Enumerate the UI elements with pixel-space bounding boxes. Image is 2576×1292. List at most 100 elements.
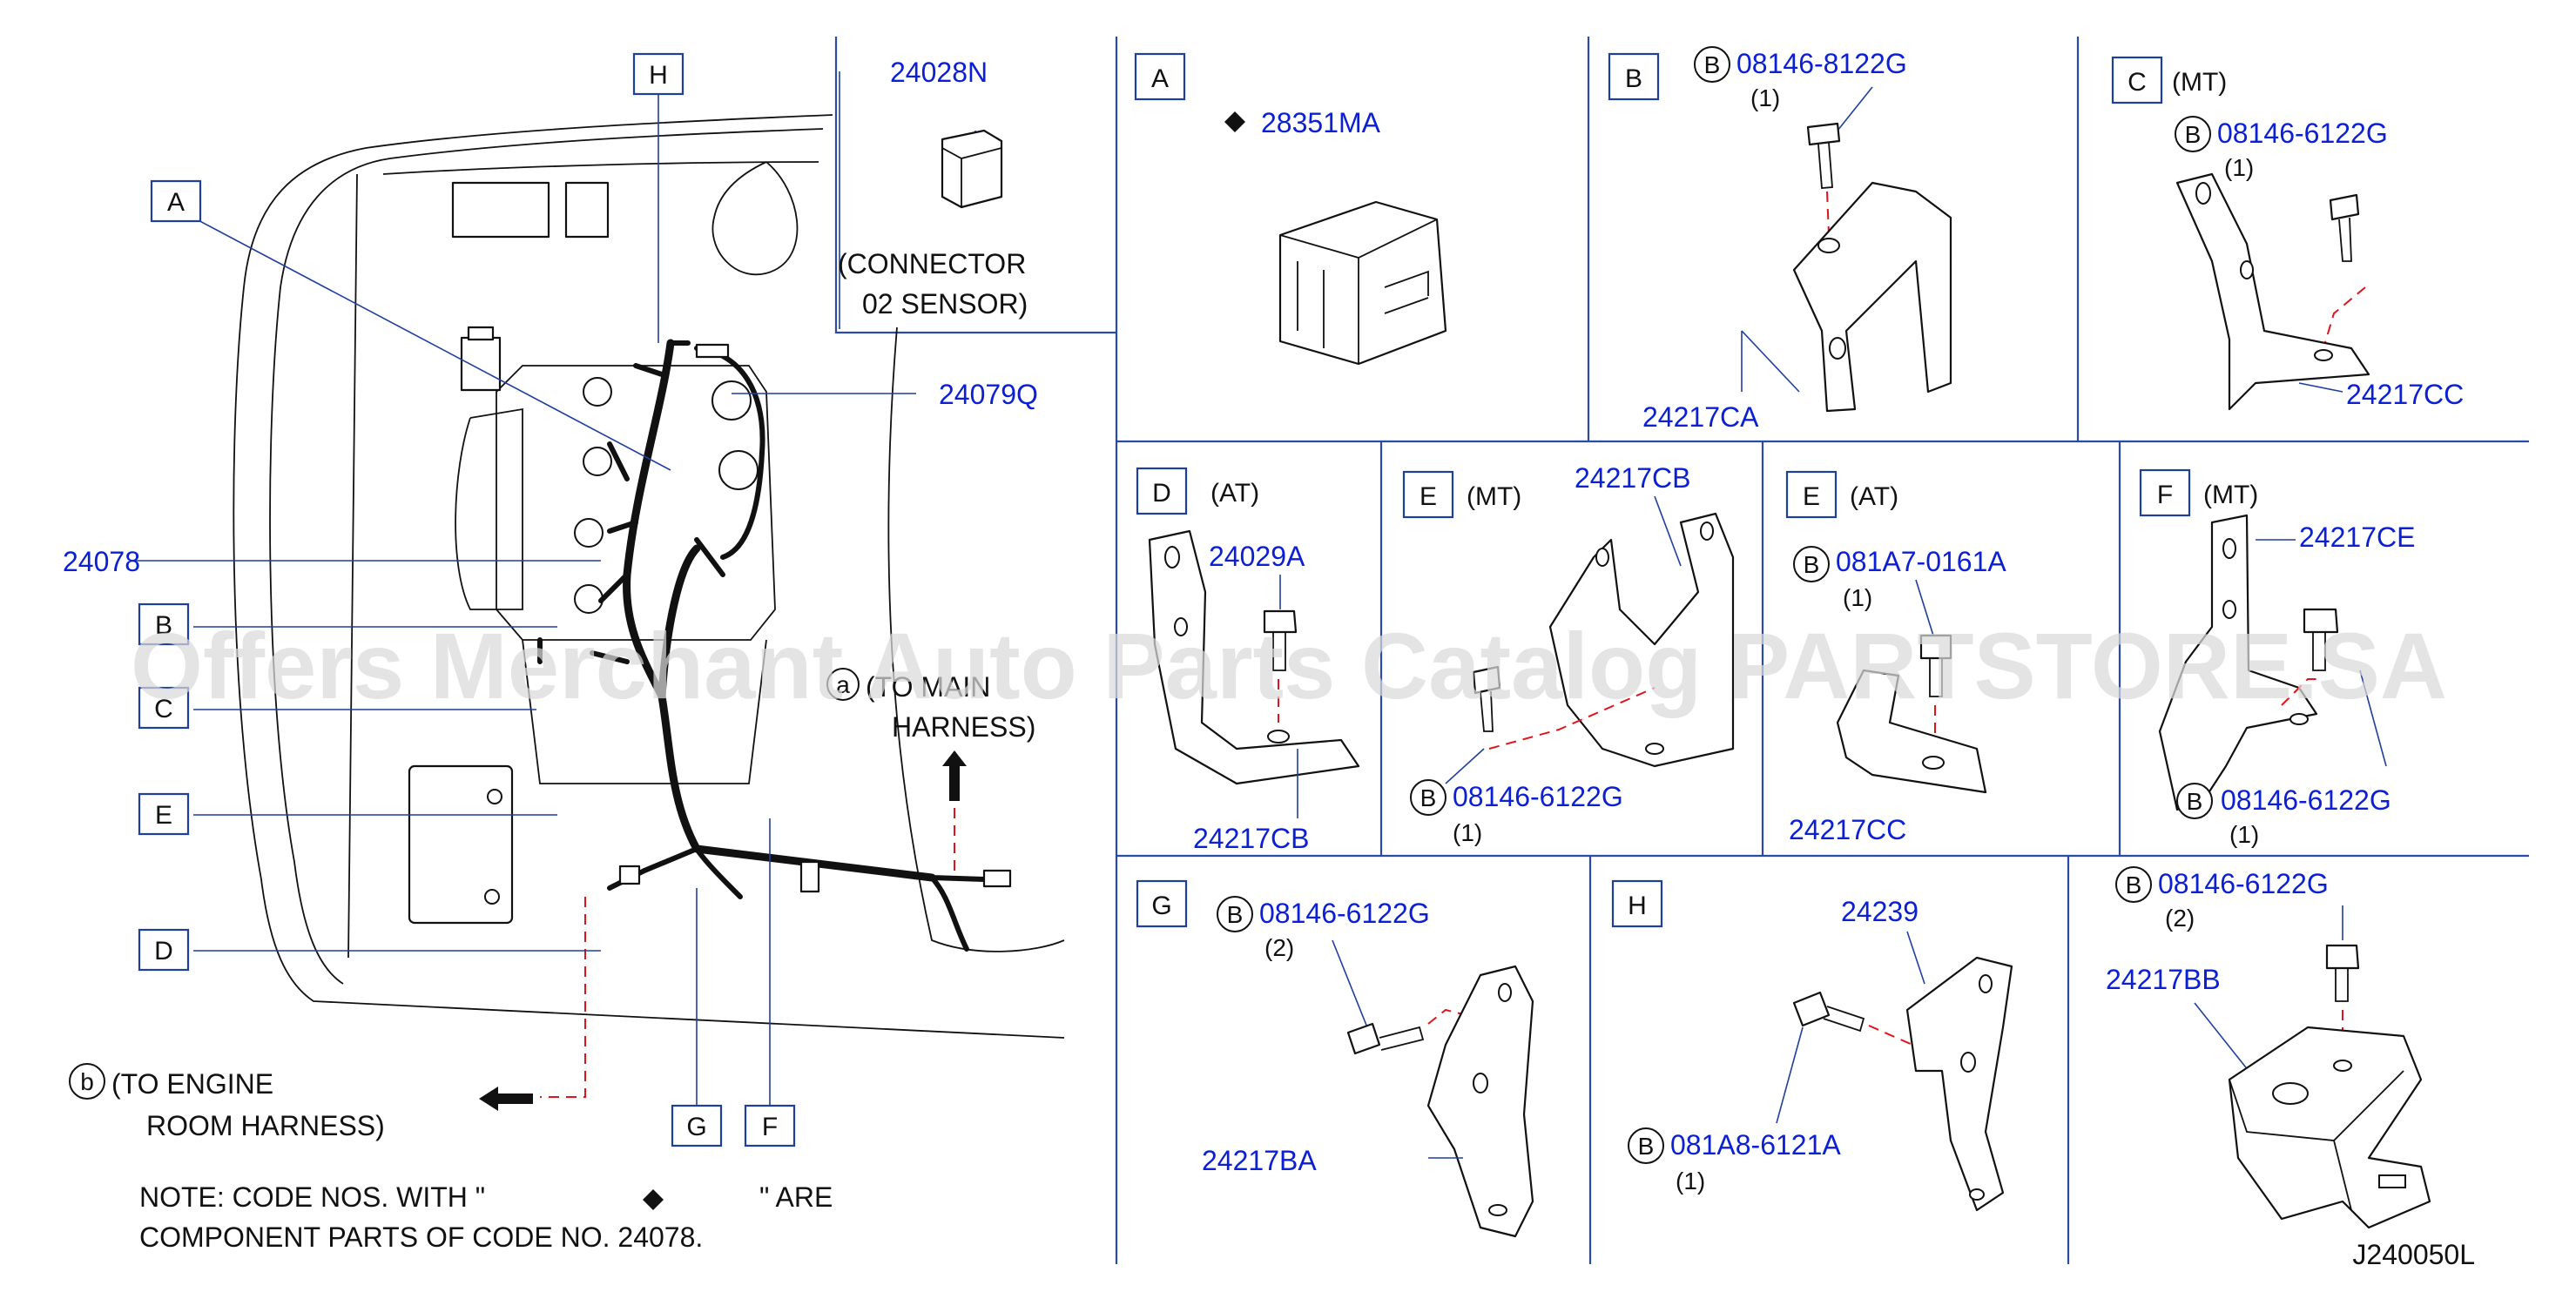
diamond-icon (1224, 111, 1245, 132)
bracket-24217ca-drawing (1792, 181, 1952, 413)
panel-a: A 28351MA (1134, 52, 1447, 366)
panel-e-at-bolt-marker: B (1804, 551, 1820, 578)
callout-h: H (649, 61, 668, 90)
engine-bay-illustration (233, 114, 1065, 1111)
panel-d-label: D (1152, 479, 1171, 508)
panel-h: H 24239 B 081A8-6121A (1) (1611, 879, 2013, 1212)
part-24078: 24078 (63, 546, 140, 577)
panel-bb: B 08146-6122G (2) 24217BB (2106, 866, 2431, 1229)
relay-24028n-drawing (941, 129, 1003, 209)
to-main-1: (TO MAIN (866, 671, 990, 703)
connector-28351ma-drawing (1278, 200, 1447, 366)
panel-g-part: 24217BA (1202, 1145, 1317, 1176)
panel-f-qty: (1) (2229, 821, 2259, 848)
panel-e-mt-qty: (1) (1453, 819, 1482, 846)
panel-a-part: 28351MA (1261, 107, 1381, 138)
marker-a-circle (826, 668, 860, 701)
panel-e-at-variant: (AT) (1850, 482, 1898, 511)
connector-note-2: 02 SENSOR) (862, 288, 1028, 320)
panel-bb-bolt-marker: B (2126, 871, 2142, 898)
panel-d-part: 24217CB (1193, 823, 1309, 854)
diagram-code: J240050L (2352, 1239, 2475, 1270)
bracket-24217cb-e-drawing (1548, 512, 1735, 768)
panel-d-variant: (AT) (1210, 479, 1259, 508)
panel-b-bolt-marker: B (1704, 51, 1721, 78)
bracket-24239-drawing (1905, 956, 2013, 1212)
panel-h-qty: (1) (1676, 1168, 1705, 1194)
panel-d: D (AT) 24029A 24217CB (1136, 467, 1360, 854)
callout-box-c (138, 686, 190, 730)
panel-f-label: F (2157, 481, 2173, 509)
panel-e-mt-label: E (1419, 482, 1437, 511)
panel-g: G B 08146-6122G (2) 24217BA (1136, 879, 1534, 1238)
bracket-24217cb-d-drawing (1148, 529, 1360, 785)
bracket-24217bb-drawing (2228, 1026, 2431, 1229)
panel-c-bolt-marker: B (2185, 121, 2202, 148)
panel-e-mt: E (MT) 24217CB B 08146-6122G (1) (1402, 462, 1735, 846)
panel-f-bolt-marker: B (2187, 788, 2203, 815)
left-labels: H A B C E D G F 24028N (CONNECTOR 02 SEN… (63, 52, 1038, 1253)
note-line1-b: " ARE (759, 1181, 833, 1213)
panel-e-mt-variant: (MT) (1467, 482, 1521, 511)
panel-e-at-part: 24217CC (1789, 814, 1906, 845)
panel-h-bolt-marker: B (1638, 1133, 1655, 1160)
note-line2: COMPONENT PARTS OF CODE NO. 24078. (139, 1221, 703, 1253)
bracket-24217cc-e-drawing (1836, 669, 1987, 794)
panel-c-qty: (1) (2224, 154, 2254, 181)
callout-b: B (155, 611, 172, 640)
marker-b-circle (69, 1063, 105, 1100)
panel-h-label: H (1628, 892, 1647, 920)
callout-box-d (138, 928, 190, 972)
panel-f-part: 24217CE (2299, 522, 2415, 553)
callout-d: D (154, 937, 173, 966)
to-engine-2: ROOM HARNESS) (146, 1110, 385, 1141)
to-main-2: HARNESS) (892, 711, 1035, 743)
callout-box-a (150, 179, 202, 223)
part-24028n: 24028N (890, 57, 988, 88)
panel-c-variant: (MT) (2172, 68, 2227, 97)
panel-b-qty: (1) (1750, 84, 1780, 111)
callout-f: F (762, 1113, 778, 1141)
panel-h-bolt: 081A8-6121A (1670, 1129, 1841, 1161)
to-main-marker: a (836, 671, 850, 698)
panel-e-at-bolt: 081A7-0161A (1836, 546, 2006, 577)
panel-g-label: G (1151, 892, 1171, 920)
panel-g-qty: (2) (1264, 934, 1294, 961)
panel-g-bolt: 08146-6122G (1259, 898, 1430, 929)
bracket-24217ce-drawing (2158, 514, 2318, 811)
left-leader-lines (131, 71, 976, 1106)
panel-e-mt-bolt: 08146-6122G (1453, 781, 1623, 812)
panel-e-at-qty: (1) (1843, 584, 1872, 611)
panel-bb-bolt: 08146-6122G (2158, 868, 2329, 899)
callout-box-g (671, 1104, 723, 1147)
panel-a-label: A (1151, 64, 1169, 93)
panel-grid (834, 37, 2529, 1264)
panel-f-variant: (MT) (2203, 481, 2258, 509)
callout-box-b (138, 602, 190, 646)
panel-bb-part: 24217BB (2106, 964, 2221, 995)
panel-c-bolt: 08146-6122G (2217, 118, 2388, 149)
panel-c-label: C (2128, 68, 2147, 97)
callout-a: A (167, 188, 185, 217)
callout-box-e (138, 792, 190, 836)
panel-e-at-label: E (1803, 482, 1820, 511)
watermark: Offers Merchant Auto Parts Catalog PARTS… (131, 613, 2447, 718)
callout-e: E (155, 801, 172, 830)
panel-d-bolt: 24029A (1209, 541, 1305, 572)
panel-b-label: B (1625, 64, 1642, 93)
connector-note-1: (CONNECTOR (838, 248, 1026, 279)
callout-g: G (686, 1113, 706, 1141)
panel-f: F (MT) 24217CE B 08146-6122G (1) (2139, 468, 2415, 848)
bolt-drawing (1806, 122, 1841, 146)
panel-e-mt-part: 24217CB (1575, 462, 1690, 494)
panel-b: B B 08146-8122G (1) 24217CA (1608, 46, 1952, 433)
panel-c-part: 24217CC (2346, 379, 2464, 410)
to-engine-1: (TO ENGINE (111, 1068, 273, 1100)
callout-box-h (632, 52, 684, 96)
diamond-icon (643, 1189, 664, 1210)
panel-e-at: E (AT) B 081A7-0161A (1) 24217CC (1785, 470, 2006, 845)
panel-b-bolt: 08146-8122G (1736, 48, 1907, 79)
panel-b-part: 24217CA (1642, 401, 1759, 433)
note-line1-a: NOTE: CODE NOS. WITH " (139, 1181, 485, 1213)
